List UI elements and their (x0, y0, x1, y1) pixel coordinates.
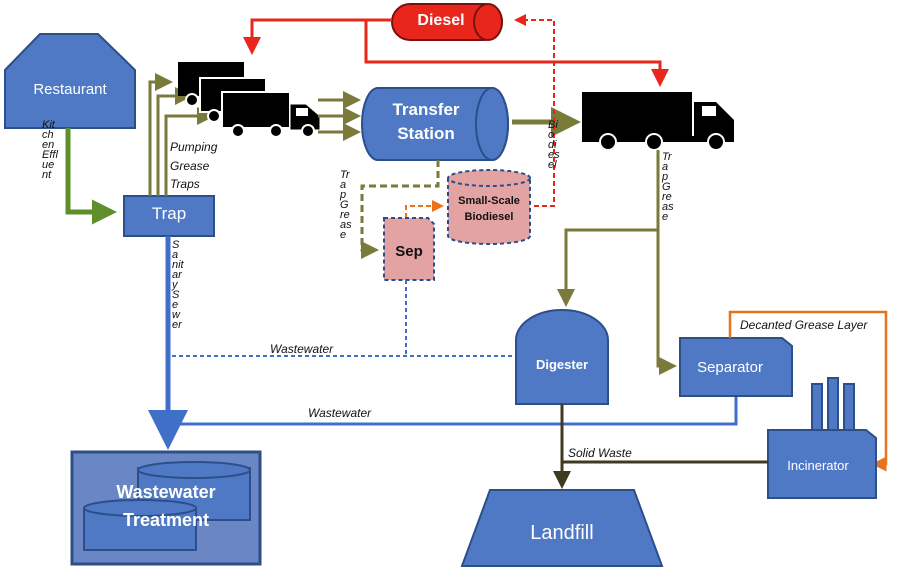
solid-waste-label: Solid Waste (568, 446, 632, 460)
restaurant-label: Restaurant (33, 81, 107, 98)
separator-box (679, 337, 793, 397)
pumping-label-2: Grease (170, 159, 210, 173)
kitchen-effluent-arrow (65, 128, 117, 225)
small-scale-label-1: Small-Scale (458, 195, 520, 207)
hauling-truck (582, 92, 734, 151)
diesel-tank (391, 3, 503, 41)
small-scale-label-2: Biodiesel (464, 211, 514, 223)
truck-to-transfer-lines (318, 91, 361, 141)
digester-label: Digester (535, 357, 589, 372)
trap-grease-to-separator (656, 230, 677, 375)
biodiesel-return-line (514, 14, 555, 207)
wastewater-treatment-plant (70, 450, 262, 566)
transfer-station-label-1: Transfer (392, 100, 460, 119)
wastewater-treatment-label-1: Wastewater (116, 482, 216, 502)
wastewater-treatment-label-2: Treatment (122, 510, 210, 530)
transfer-station-label-2: Station (397, 124, 455, 143)
incinerator-label: Incinerator (787, 458, 849, 473)
trap-grease-left-line (360, 160, 440, 259)
restaurant-shape (4, 33, 136, 129)
separator-label: Separator (697, 359, 763, 376)
trap-box (123, 195, 215, 237)
digester-shape (515, 309, 609, 405)
pumping-label-1: Pumping (170, 140, 218, 154)
diesel-label: Diesel (417, 12, 465, 29)
small-scale-biodiesel-tank (447, 169, 531, 245)
biodiesel-vertical-label: Biodiesel (548, 119, 560, 171)
trap-grease-left-label: Trap Grease (340, 169, 352, 241)
trap-grease-right-label: Trap Grease (662, 151, 674, 223)
sep-box (383, 217, 435, 281)
sep-label: Sep (395, 243, 423, 260)
sanitary-sewer-label: Sanitary Sewer (172, 239, 184, 331)
landfill-shape (460, 489, 664, 567)
trap-label: Trap (151, 204, 187, 223)
pumping-label-3: Traps (170, 177, 200, 191)
wastewater-lower-label: Wastewater (308, 406, 372, 420)
kitchen-effluent-label: Kitchen Effluent (42, 119, 58, 181)
trap-grease-to-digester (557, 150, 660, 307)
decanted-grease-line (728, 310, 888, 472)
diesel-lines (243, 18, 669, 87)
incinerator-shape (767, 377, 877, 499)
wastewater-upper-label: Wastewater (270, 342, 334, 356)
wastewater-lower-line (168, 396, 738, 426)
collection-truck-3 (221, 91, 321, 138)
sep-to-biodiesel-line (405, 200, 444, 218)
landfill-label: Landfill (530, 522, 594, 544)
decanted-grease-label: Decanted Grease Layer (740, 318, 868, 332)
transfer-station-cylinder (361, 87, 509, 161)
